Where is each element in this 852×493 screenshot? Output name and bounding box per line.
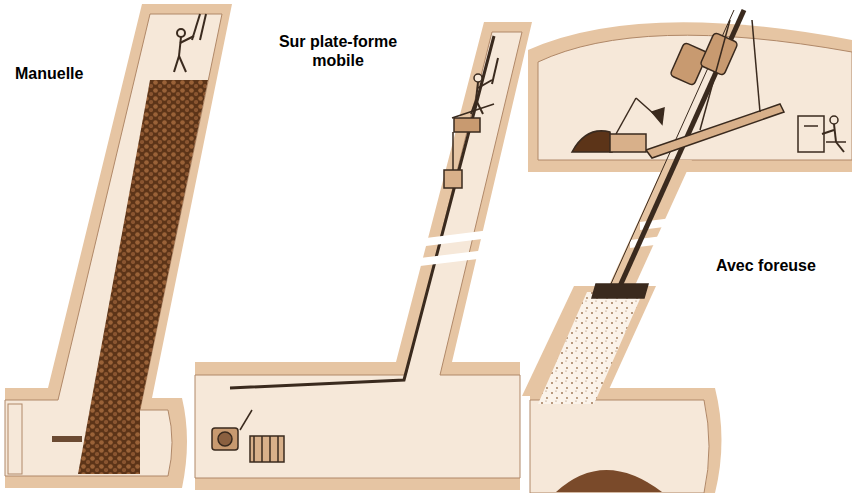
miner [174,14,206,72]
drift-end [8,404,22,474]
method-label: Manuelle [15,64,83,83]
hoist-equipment [212,410,284,462]
chute [52,436,82,442]
rock-halo [195,22,532,490]
break-band [426,230,490,246]
raise-cavity [5,14,222,476]
broken-rock [78,80,208,474]
drill-string [592,10,744,298]
rock-halo [528,22,852,172]
platform-raise [195,22,532,490]
method-label: Sur plate-forme mobile [268,32,408,70]
break-band [420,250,486,266]
raise-cavity [195,32,522,478]
platform [444,58,498,188]
loader [572,98,664,152]
control-console [798,116,846,152]
falling-cuttings [538,292,643,404]
drill-rig [646,20,784,158]
method-label: Avec foreuse [716,256,816,275]
cuttings-pile [556,470,662,492]
raise-boring [522,10,852,493]
guide-rail [230,36,494,388]
drift [530,400,709,493]
